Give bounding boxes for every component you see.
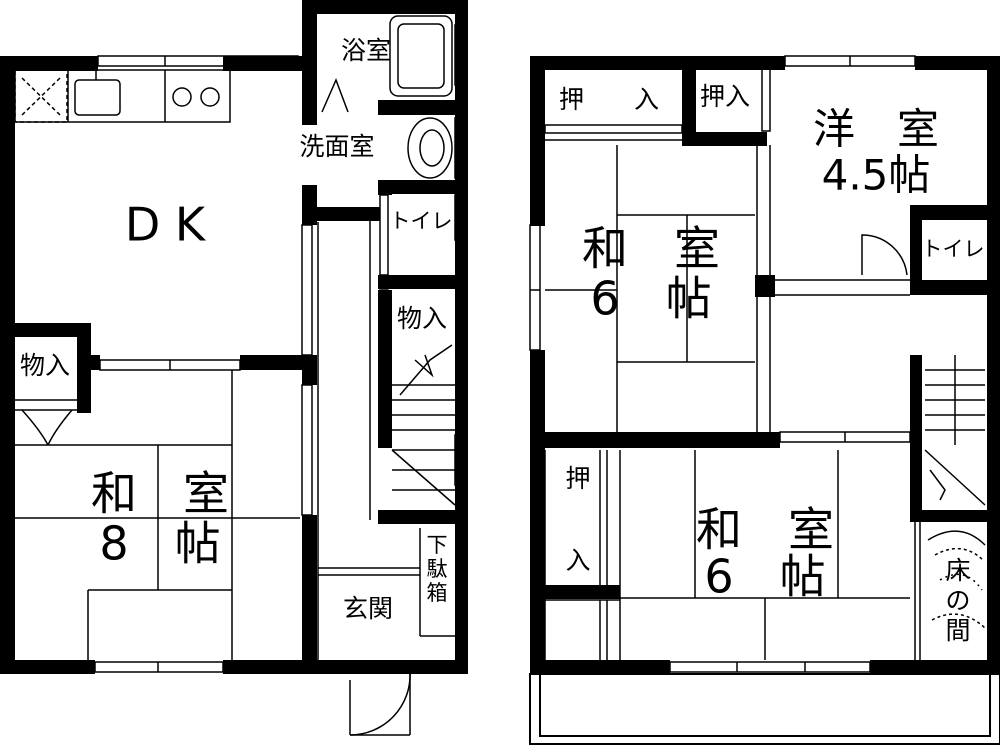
dk-label: D K (125, 198, 207, 252)
tokonoma-char-2: の (945, 586, 970, 615)
floor-1-walls (0, 0, 468, 674)
room-6a-label-line1: 和 室 (582, 222, 720, 276)
room-6b-label-line2: 6 帖 (704, 550, 825, 604)
shoe-box-char-1: 下 (427, 533, 448, 557)
room-8-label-line1: 和 室 (91, 467, 229, 521)
closet-small-label: 押入 (700, 82, 750, 111)
tokonoma-char-3: 間 (945, 616, 970, 645)
shoe-box-char-3: 箱 (427, 581, 448, 605)
closet-left-char-2: 入 (565, 546, 590, 575)
floor-2-plan: 押 入 押入 洋 室 4.5帖 トイレ 和 室 6 帖 押 入 和 室 6 帖 … (529, 55, 1000, 745)
room-6a-label-line2: 6 帖 (590, 272, 711, 326)
storage-left-label: 物入 (20, 351, 70, 380)
floor-1-plan: 浴室 洗面室 D K トイレ 物入 物入 和 室 8 帖 下 駄 箱 玄関 (0, 0, 468, 736)
room-6b-label-line1: 和 室 (696, 503, 834, 557)
toilet-label-2f: トイレ (922, 237, 985, 261)
closet-left-char-1: 押 (565, 464, 590, 493)
closet-top-label: 押 入 (559, 85, 659, 114)
balcony (529, 673, 1000, 745)
room-8-label-line2: 8 帖 (99, 517, 220, 571)
tokonoma-char-1: 床 (945, 556, 970, 585)
entrance-label: 玄関 (343, 594, 393, 623)
bath-label: 浴室 (341, 36, 391, 65)
floor-2-walls (530, 56, 1000, 674)
shoe-box-char-2: 駄 (427, 557, 448, 581)
storage-right-label: 物入 (397, 304, 447, 333)
toilet-label-1f: トイレ (390, 209, 453, 233)
floor-2-thin-lines (544, 131, 986, 660)
floor-2-labels: 押 入 押入 洋 室 4.5帖 トイレ 和 室 6 帖 押 入 和 室 6 帖 … (559, 82, 985, 645)
floor-1-labels: 浴室 洗面室 D K トイレ 物入 物入 和 室 8 帖 下 駄 箱 玄関 (20, 36, 453, 623)
western-room-label-line1: 洋 室 (813, 105, 939, 154)
western-room-label-line2: 4.5帖 (822, 151, 931, 200)
washroom-label: 洗面室 (299, 132, 374, 161)
